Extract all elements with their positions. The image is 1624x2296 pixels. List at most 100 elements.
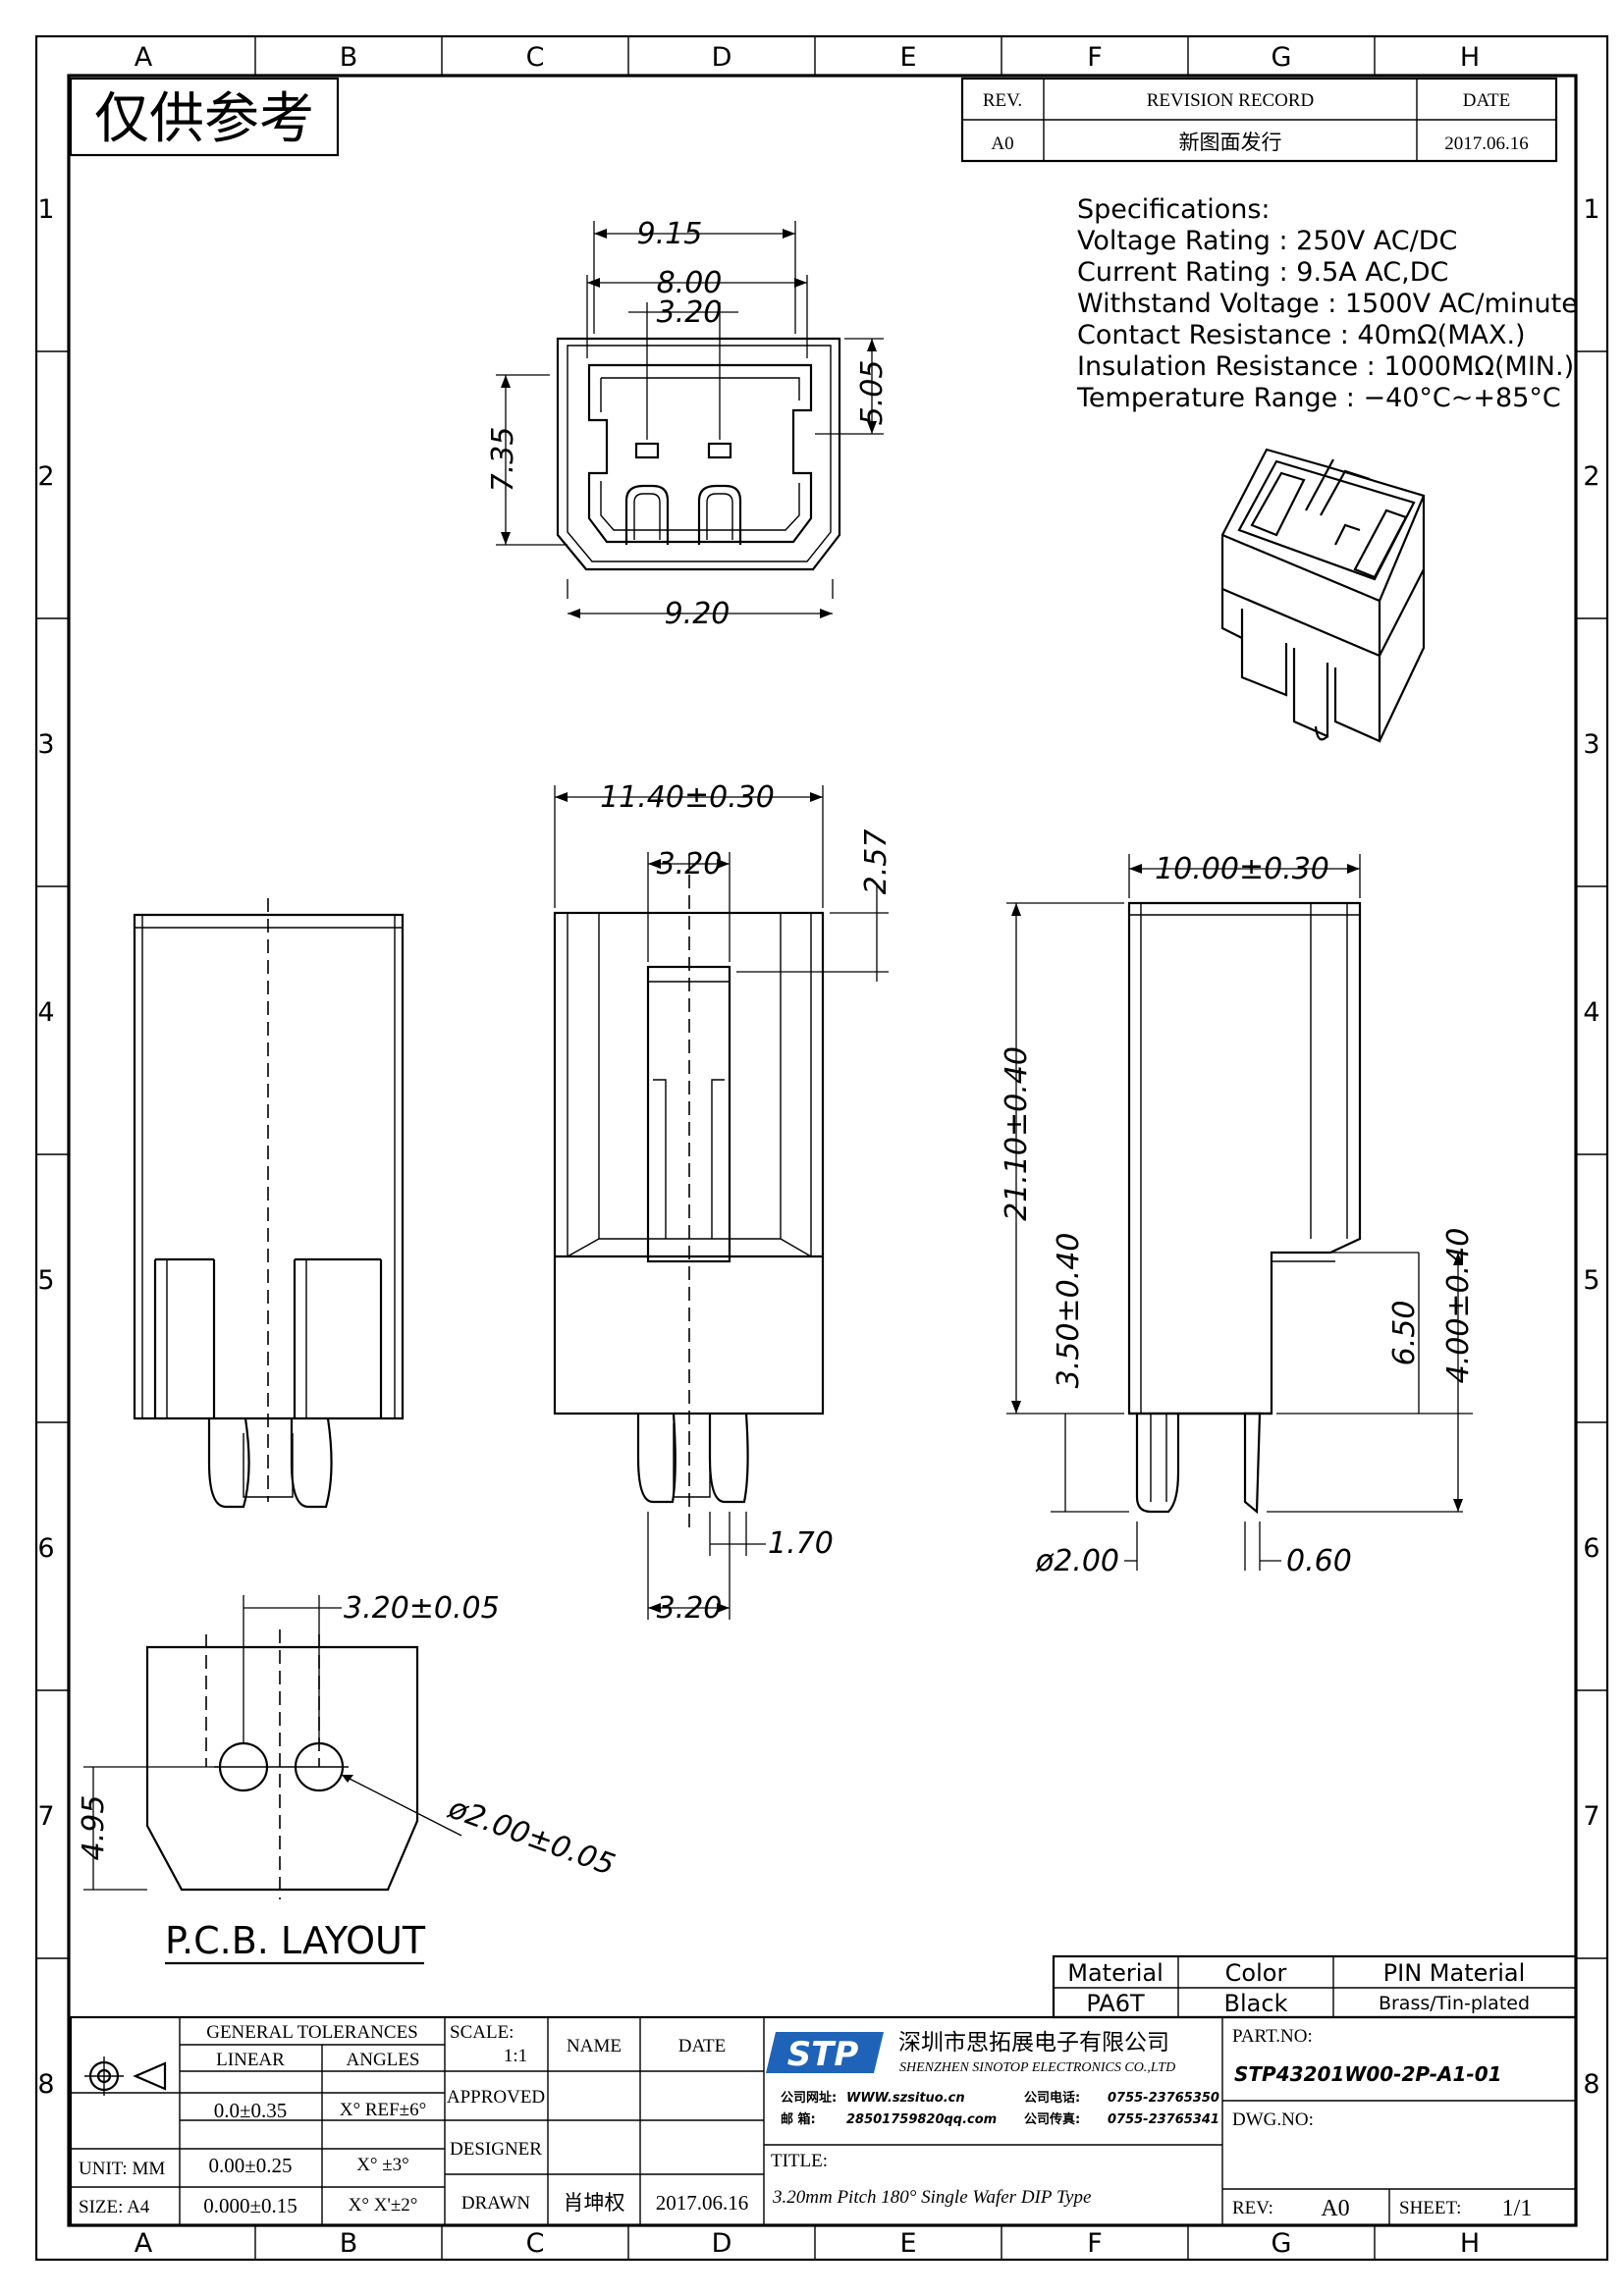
col-label-bottom: A [135, 2228, 153, 2259]
dim-top-height: 7.35 [486, 427, 520, 493]
spec-line: Voltage Rating : 250V AC/DC [1077, 226, 1457, 256]
web-value: WWW.szsituo.cn [846, 2091, 965, 2106]
top-view: 9.15 8.00 3.20 9.20 5.05 7.35 [486, 217, 890, 631]
tol-angle: X° ±3° [356, 2155, 409, 2175]
part-no-value: STP43201W00-2P-A1-01 [1234, 2062, 1502, 2086]
dim-pcb-pitch: 3.20±0.05 [344, 1591, 500, 1626]
date-header: DATE [1463, 90, 1511, 111]
revision-date: 2017.06.16 [1444, 133, 1529, 154]
dim-front-width: 11.40±0.30 [600, 780, 775, 815]
row-label-left: 3 [37, 729, 54, 760]
row-label-left: 5 [37, 1265, 54, 1296]
general-tolerances-label: GENERAL TOLERANCES [206, 2022, 418, 2043]
revision-description: 新图面发行 [1179, 131, 1282, 154]
spec-title: Specifications: [1077, 194, 1271, 225]
mail-label: 邮 箱: [781, 2111, 816, 2127]
name-header: NAME [567, 2036, 622, 2056]
row-label-right: 8 [1583, 2069, 1599, 2100]
pin-material-header: PIN Material [1383, 1959, 1526, 1987]
row-label-left: 1 [37, 194, 54, 225]
col-label-bottom: C [526, 2228, 545, 2259]
row-label-left: 4 [37, 997, 54, 1028]
color-value: Black [1224, 1990, 1288, 2017]
drawn-label: DRAWN [461, 2193, 531, 2214]
row-label-right: 4 [1583, 997, 1599, 1028]
spec-line: Withstand Voltage : 1500V AC/minute [1077, 289, 1578, 319]
material-header: Material [1067, 1959, 1164, 1987]
rev-value: A0 [1321, 2196, 1349, 2221]
dim-front-pitch: 3.20 [657, 847, 723, 881]
pin-material-value: Brass/Tin-plated [1379, 1993, 1530, 2014]
col-label-bottom: E [899, 2228, 916, 2259]
logo-text: STP [787, 2035, 859, 2074]
row-label-left: 8 [37, 2069, 54, 2100]
angles-label: ANGLES [347, 2050, 420, 2070]
dim-pin-pitch: 3.20 [657, 1591, 723, 1626]
dim-side-pin-length: 3.50±0.40 [1052, 1233, 1086, 1389]
drawn-date: 2017.06.16 [656, 2191, 749, 2215]
row-label-right: 1 [1583, 194, 1599, 225]
dim-side-pin-thickness: 0.60 [1286, 1544, 1352, 1578]
col-label-top: B [340, 42, 358, 73]
color-header: Color [1225, 1959, 1287, 1987]
dim-top-bottom-width: 9.20 [665, 597, 731, 631]
dim-side-height: 21.10±0.40 [1000, 1046, 1034, 1221]
unit-label: UNIT: MM [79, 2159, 165, 2179]
spec-line: Insulation Resistance : 1000MΩ(MIN.) [1077, 351, 1574, 382]
dim-front-top-offset: 2.57 [859, 829, 893, 895]
title-label: TITLE: [771, 2151, 828, 2171]
side-view: 10.00±0.30 21.10±0.40 3.50±0.40 6.50 4.0… [1000, 852, 1476, 1578]
col-label-bottom: H [1460, 2228, 1480, 2259]
company-name-en: SHENZHEN SINOTOP ELECTRONICS CO.,LTD [899, 2060, 1175, 2075]
dim-top-pitch: 3.20 [657, 295, 723, 330]
dim-side-tail: 4.00±0.40 [1441, 1228, 1476, 1384]
rev-label: REV: [1232, 2198, 1273, 2218]
title-block: GENERAL TOLERANCES LINEAR ANGLES 0.0±0.3… [69, 2015, 1578, 2227]
col-label-bottom: G [1272, 2228, 1292, 2259]
scale-label: SCALE: [450, 2022, 514, 2043]
row-label-left: 7 [37, 1801, 54, 1832]
tol-angle: X° REF±6° [340, 2100, 426, 2120]
designer-label: DESIGNER [450, 2139, 542, 2160]
phone-label: 公司电话: [1024, 2090, 1080, 2106]
dim-pin-width: 1.70 [768, 1526, 834, 1561]
stamp-text: 仅供参考 [94, 87, 314, 151]
dim-top-overall-width: 9.15 [637, 217, 703, 251]
tol-angle: X° X'±2° [349, 2195, 418, 2216]
dim-top-depth: 5.05 [855, 360, 890, 426]
col-label-bottom: B [340, 2228, 358, 2259]
spec-line: Current Rating : 9.5A AC,DC [1077, 257, 1448, 288]
col-label-top: A [135, 42, 153, 73]
sheet-label: SHEET: [1399, 2198, 1461, 2218]
rev-header: REV. [983, 90, 1022, 111]
web-label: 公司网址: [781, 2090, 837, 2106]
fax-value: 0755-23765341 [1108, 2112, 1219, 2127]
spec-line: Temperature Range : −40°C~+85°C [1076, 383, 1561, 413]
spec-line: Contact Resistance : 40mΩ(MAX.) [1077, 320, 1526, 350]
row-label-right: 5 [1583, 1265, 1599, 1296]
linear-label: LINEAR [216, 2050, 285, 2070]
col-label-top: G [1272, 42, 1292, 73]
row-label-left: 6 [37, 1533, 54, 1564]
isometric-view [1220, 448, 1426, 743]
pcb-layout-title: P.C.B. LAYOUT [165, 1919, 426, 1962]
row-label-right: 6 [1583, 1533, 1599, 1564]
col-label-top: D [712, 42, 732, 73]
projection-symbol-icon [84, 2056, 167, 2096]
material-value: PA6T [1086, 1990, 1145, 2017]
row-label-right: 3 [1583, 729, 1599, 760]
dim-pcb-height: 4.95 [77, 1795, 111, 1861]
scale-value: 1:1 [504, 2046, 527, 2066]
row-label-right: 7 [1583, 1801, 1599, 1832]
col-label-bottom: F [1087, 2228, 1103, 2259]
company-name-cn: 深圳市思拓展电子有限公司 [898, 2030, 1169, 2056]
col-label-top: E [899, 42, 916, 73]
part-no-label: PART.NO: [1232, 2026, 1313, 2047]
sheet-value: 1/1 [1502, 2196, 1533, 2221]
dim-side-pin-diameter: ø2.00 [1035, 1544, 1119, 1578]
col-label-top: H [1460, 42, 1480, 73]
col-label-top: C [526, 42, 545, 73]
dim-side-width: 10.00±0.30 [1155, 852, 1329, 886]
reference-stamp: 仅供参考 [69, 77, 340, 157]
